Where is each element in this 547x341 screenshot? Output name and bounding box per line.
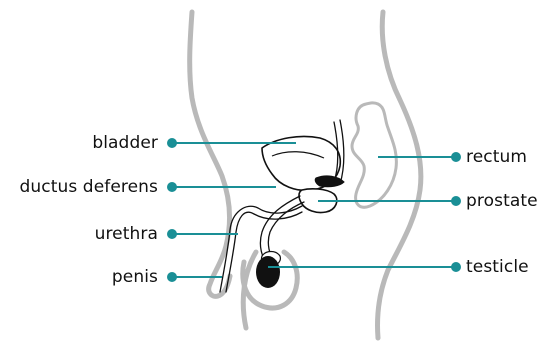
pointer-dot-bladder bbox=[168, 139, 176, 147]
pointer-dot-urethra bbox=[168, 230, 176, 238]
rectum-shape bbox=[352, 103, 396, 207]
label-ductus-deferens: ductus deferens bbox=[19, 178, 158, 196]
label-testicle: testicle bbox=[466, 258, 529, 276]
label-penis: penis bbox=[112, 268, 158, 286]
pointer-dot-ductus bbox=[168, 183, 176, 191]
pointer-dot-penis bbox=[168, 273, 176, 281]
pointer-dot-prostate bbox=[452, 197, 460, 205]
label-rectum: rectum bbox=[466, 148, 527, 166]
pointer-dot-testicle bbox=[452, 263, 460, 271]
label-prostate: prostate bbox=[466, 192, 538, 210]
seminal-vesicle bbox=[315, 176, 344, 187]
label-urethra: urethra bbox=[95, 225, 158, 243]
testicle-shape bbox=[256, 256, 280, 288]
pointer-dot-rectum bbox=[452, 153, 460, 161]
label-bladder: bladder bbox=[92, 134, 158, 152]
ductus-deferens bbox=[340, 120, 344, 184]
body-front-outline bbox=[190, 12, 230, 296]
